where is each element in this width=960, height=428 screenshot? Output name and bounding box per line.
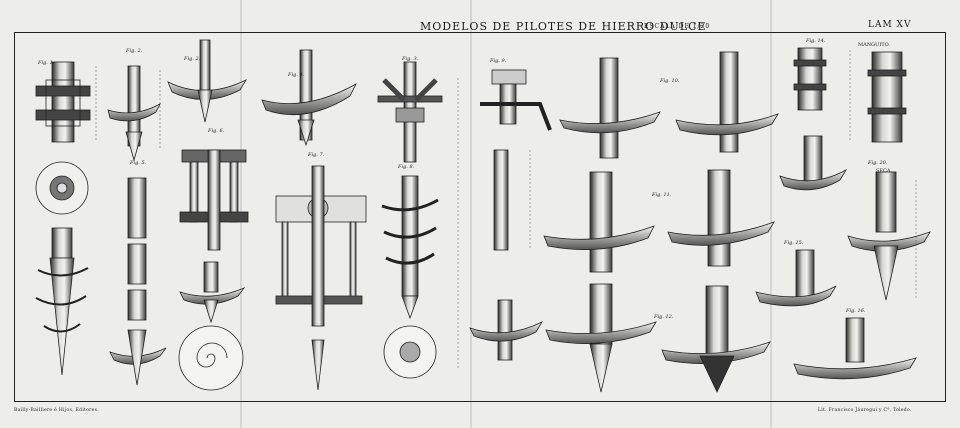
- fig14-sleeve: [793, 47, 907, 143]
- dimension-lines: [95, 50, 917, 370]
- fig2-screw-pile: [107, 65, 161, 162]
- figure-label: Fig. 9.: [490, 58, 507, 64]
- figure-label: Fig. 4.: [288, 72, 305, 78]
- plate-border: [14, 32, 946, 402]
- fig1-pile-head: [35, 61, 91, 143]
- figure-label: Fig. 10.: [660, 78, 680, 84]
- figure-label: Fig. 8.: [398, 164, 415, 170]
- fig7-capstan-frame: [275, 165, 367, 391]
- fig5-pile-column: [109, 177, 167, 386]
- figure-label: Fig. 15.: [784, 240, 804, 246]
- fig11-pair: [543, 169, 775, 273]
- figure-label: Fig. 11.: [652, 192, 672, 198]
- fig3-cross-frame: [377, 61, 443, 163]
- fig4-screw-pile: [261, 49, 357, 147]
- figure-label: Fig. 2.: [184, 56, 201, 62]
- lithographer-credit: Lit. Francisco Jáuregui y Cª, Toledo.: [818, 408, 912, 413]
- fig1-screw-point: [35, 227, 89, 376]
- publisher-credit: Bailly-Bailliere é Hijos, Editores.: [14, 408, 99, 413]
- fig8-helix-pile: [381, 175, 439, 379]
- figure-label: Fig. 20.: [868, 160, 888, 166]
- plate-title: MODELOS DE PILOTES DE HIERRO DULCE: [420, 20, 707, 33]
- fig-right-screws: [755, 135, 931, 380]
- fig6-screw-lower: [178, 261, 246, 391]
- figure-label: Fig. 12.: [654, 314, 674, 320]
- figure-label: MANGUITO.: [858, 42, 891, 48]
- figure-label: Fig. 3.: [402, 56, 419, 62]
- figure-label: Fig. 6.: [208, 128, 225, 134]
- figure-label: Fig. 16.: [846, 308, 866, 314]
- figure-label: Fig. 5.: [130, 160, 147, 166]
- fig2b-screw-pile: [167, 39, 248, 123]
- fold-line: [470, 0, 472, 428]
- plate-number: LAM XV: [868, 20, 912, 30]
- fig9-lever-pile: [469, 69, 552, 361]
- fig6-driving-frame: [179, 149, 249, 251]
- fig12-pair: [545, 283, 771, 393]
- figure-label: Fig. 7.: [308, 152, 325, 158]
- fig10-pair: [559, 51, 779, 159]
- figure-label: Fig. 1.: [38, 60, 55, 66]
- figure-label: SECA.: [876, 168, 893, 174]
- figure-label: Fig. 2.: [126, 48, 143, 54]
- fold-line: [770, 0, 772, 428]
- plate-scale: ESCALA DE 1/20: [644, 23, 711, 30]
- fig1-flange-plan: [35, 161, 89, 215]
- figure-label: Fig. 14.: [806, 38, 826, 44]
